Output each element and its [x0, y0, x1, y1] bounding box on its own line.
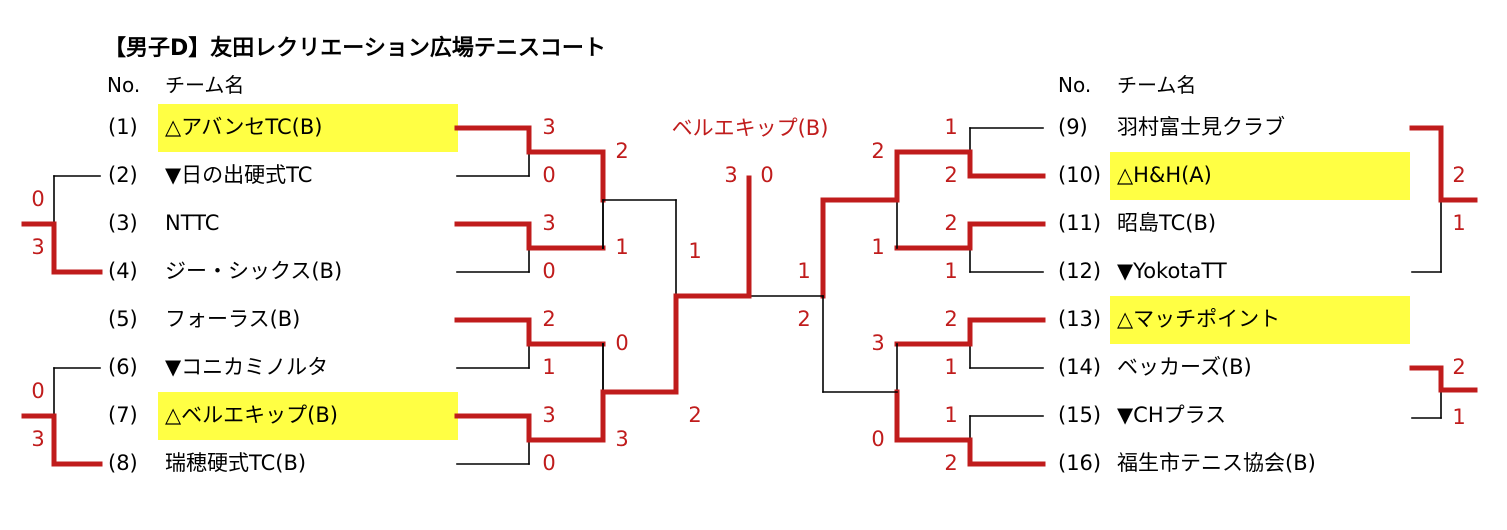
score-label: 2: [944, 307, 957, 331]
score-label: 2: [944, 163, 957, 187]
score-label: 0: [615, 331, 628, 355]
bracket-lines: [21, 125, 1478, 467]
team-highlight: [1110, 296, 1410, 344]
team-name: 昭島TC(B): [1117, 211, 1216, 235]
champion-label: ベルエキップ(B): [672, 116, 829, 140]
team-number: (3): [108, 211, 138, 235]
team-name: 福生市テニス協会(B): [1117, 451, 1316, 475]
score-label: 1: [797, 259, 810, 283]
score-label: 1: [542, 355, 555, 379]
team-number: (1): [108, 115, 138, 139]
left-team-list: (1) △アバンセTC(B) (2) ▼日の出硬式TC (3) NTTC (4) ジー・シック…: [108, 115, 342, 475]
team-name: △ベルエキップ(B): [165, 403, 338, 427]
team-number: (15): [1058, 403, 1101, 427]
score-label: 3: [724, 163, 737, 187]
score-label: 0: [31, 379, 44, 403]
score-label: 2: [1452, 355, 1465, 379]
score-label: 2: [944, 211, 957, 235]
team-name: △H&H(A): [1117, 163, 1212, 187]
header-no-right: No.: [1058, 73, 1091, 97]
score-label: 0: [542, 259, 555, 283]
score-label: 3: [31, 235, 44, 259]
team-name: △アバンセTC(B): [165, 115, 322, 139]
team-name: ▼CHプラス: [1117, 403, 1226, 427]
score-label: 3: [615, 427, 628, 451]
team-name: ジー・シックス(B): [165, 259, 342, 283]
team-number: (4): [108, 259, 138, 283]
score-label: 3: [871, 331, 884, 355]
team-highlight: [1110, 152, 1410, 200]
team-number: (5): [108, 307, 138, 331]
team-number: (11): [1058, 211, 1101, 235]
team-name: ▼コニカミノルタ: [165, 355, 328, 379]
team-name: △マッチポイント: [1117, 307, 1280, 331]
score-label: 2: [1452, 163, 1465, 187]
score-label: 2: [688, 403, 701, 427]
score-label: 0: [542, 163, 555, 187]
team-number: (16): [1058, 451, 1101, 475]
score-label: 2: [615, 139, 628, 163]
team-name: ▼YokotaTT: [1117, 259, 1227, 283]
score-label: 2: [797, 307, 810, 331]
score-label: 1: [871, 235, 884, 259]
team-number: (6): [108, 355, 138, 379]
score-label: 3: [542, 403, 555, 427]
score-label: 3: [31, 427, 44, 451]
score-label: 1: [615, 235, 628, 259]
score-label: 0: [542, 451, 555, 475]
score-label: 1: [944, 403, 957, 427]
highlight-layer: [158, 104, 1410, 440]
right-team-list: (9) 羽村富士見クラブ (10) △H&H(A) (11) 昭島TC(B) (12) ▼Yo…: [1058, 115, 1316, 475]
score-label: 1: [944, 259, 957, 283]
team-number: (7): [108, 403, 138, 427]
score-label: 1: [1452, 405, 1465, 429]
team-name: 羽村富士見クラブ: [1117, 115, 1285, 139]
team-number: (12): [1058, 259, 1101, 283]
score-label: 0: [871, 427, 884, 451]
score-label: 3: [542, 211, 555, 235]
team-number: (2): [108, 163, 138, 187]
header-team-left: チーム名: [165, 73, 244, 97]
team-highlight: [158, 104, 458, 152]
team-name: ベッカーズ(B): [1117, 355, 1252, 379]
score-label: 0: [31, 187, 44, 211]
team-number: (8): [108, 451, 138, 475]
header-no-left: No.: [107, 73, 140, 97]
score-label: 0: [760, 163, 773, 187]
team-number: (10): [1058, 163, 1101, 187]
score-label: 3: [542, 115, 555, 139]
score-label: 2: [871, 139, 884, 163]
header-team-right: チーム名: [1117, 73, 1196, 97]
score-label: 1: [1452, 211, 1465, 235]
team-number: (14): [1058, 355, 1101, 379]
team-name: ▼日の出硬式TC: [165, 163, 312, 187]
team-name: NTTC: [165, 211, 219, 235]
team-name: 瑞穂硬式TC(B): [165, 451, 306, 475]
team-name: フォーラス(B): [165, 307, 300, 331]
score-label: 1: [688, 239, 701, 263]
score-label: 2: [944, 451, 957, 475]
team-number: (9): [1058, 115, 1088, 139]
team-number: (13): [1058, 307, 1101, 331]
page-title: 【男子D】友田レクリエーション広場テニスコート: [104, 35, 606, 61]
score-label: 1: [944, 115, 957, 139]
score-label: 2: [542, 307, 555, 331]
team-highlight: [158, 392, 458, 440]
score-label: 1: [944, 355, 957, 379]
